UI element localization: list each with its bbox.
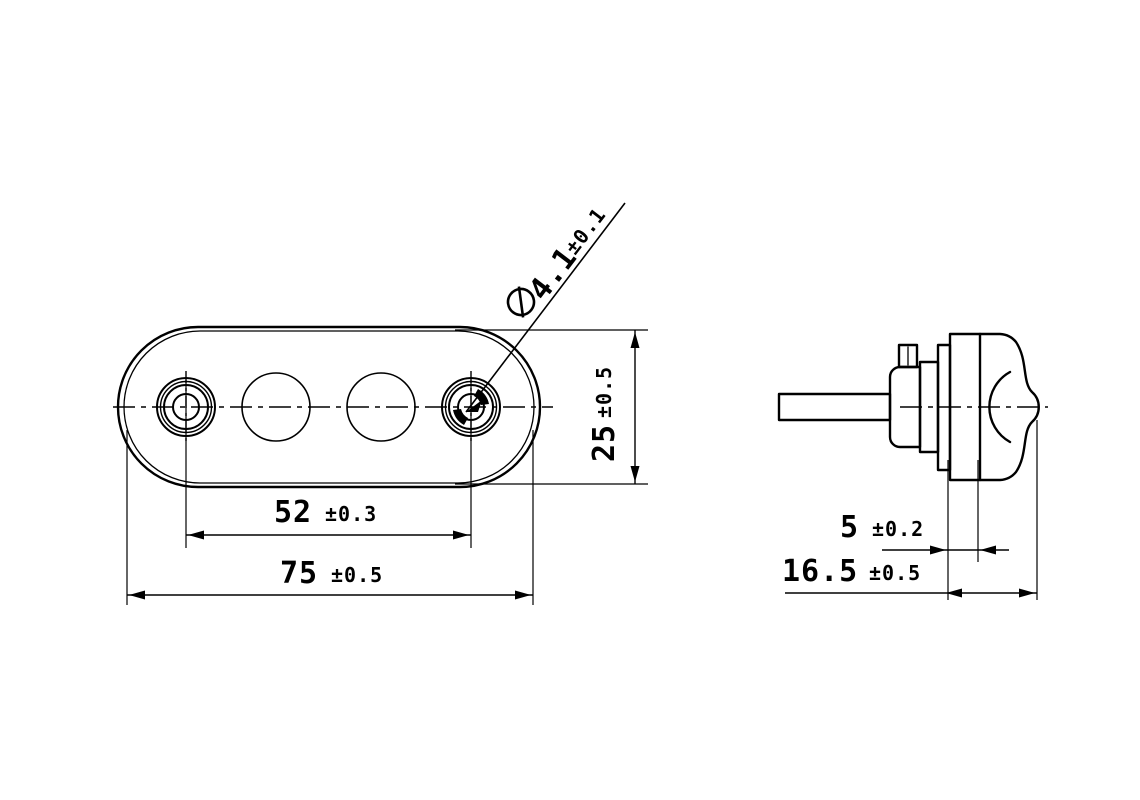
dimension-plate-length: 75 ±0.5: [126, 430, 534, 605]
hole-callout-wedge-lower: [453, 409, 468, 425]
plate-outer-outline: [116, 325, 542, 489]
length-arrow-right: [515, 590, 531, 600]
spacing-arrow-right: [453, 530, 469, 540]
spacing-tolerance-text: ±0.3: [325, 502, 377, 526]
length-value-text: 75: [280, 556, 318, 591]
height-tolerance-text: ±0.5: [592, 366, 616, 418]
center-circle-right: [346, 372, 416, 442]
depth-arrow-left: [946, 588, 962, 598]
flange-arrow-left: [930, 545, 946, 555]
length-tolerance-text: ±0.5: [331, 563, 383, 587]
hole-callout-wedge-upper: [474, 389, 489, 405]
flange-arrow-right: [980, 545, 996, 555]
height-text-group: 25 ±0.5: [587, 366, 622, 462]
center-through-holes: [241, 372, 416, 442]
diameter-leader-line: [465, 202, 626, 413]
dimension-plate-height: 25 ±0.5: [455, 329, 648, 485]
dimension-hole-spacing: 52 ±0.3: [185, 380, 472, 548]
diameter-symbol-group: [506, 286, 536, 318]
cap-body: [948, 332, 1040, 482]
center-circle-left: [241, 372, 311, 442]
diameter-leader-arrowhead: [466, 400, 482, 412]
spacing-arrow-left: [188, 530, 204, 540]
flange-tolerance-text: ±0.2: [872, 517, 924, 541]
flange-value-text: 5: [840, 510, 859, 545]
top-tab: [897, 343, 919, 369]
dimension-flange-depth: 5 ±0.2: [840, 460, 1009, 600]
side-view: 5 ±0.2 16.5 ±0.5: [777, 332, 1048, 600]
plate-inner-outline: [123, 330, 535, 484]
depth-tolerance-text: ±0.5: [869, 561, 921, 585]
height-value-text: 25: [587, 424, 622, 462]
diameter-symbol-slash: [517, 286, 525, 318]
height-arrow-bottom: [630, 466, 640, 482]
depth-arrow-right: [1019, 588, 1035, 598]
dimension-overall-depth: 16.5 ±0.5: [782, 420, 1038, 600]
length-arrow-left: [129, 590, 145, 600]
height-arrow-top: [630, 332, 640, 348]
spacing-value-text: 52: [274, 495, 312, 530]
diameter-symbol-circle: [506, 287, 536, 317]
depth-value-text: 16.5: [782, 554, 858, 589]
